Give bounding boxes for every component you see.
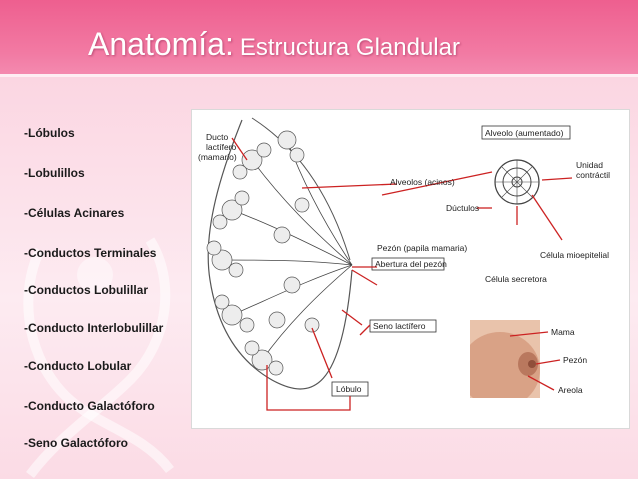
list-item: -Lóbulos [24,126,75,140]
list-item: -Conducto Lobular [24,359,132,373]
label-areola: Areola [558,385,583,395]
title-main: Anatomía: [88,26,234,62]
label-ducto-2: lactífero [206,142,237,152]
label-alveolo-aumentado: Alveolo (aumentado) [485,128,564,138]
list-item: -Células Acinares [24,206,125,220]
list-item: -Conducto Interlobulillar [24,321,164,335]
list-item: -Seno Galactóforo [24,436,129,450]
list-item: -Conducto Galactóforo [24,399,155,413]
label-ductulos: Dúctulos [446,203,479,213]
label-unidad-2: contráctil [576,170,610,180]
label-celula-mioepitelial: Célula mioepitelial [540,250,609,260]
decorative-figure-icon [23,237,174,479]
label-mama: Mama [551,327,575,337]
list-item: -Conductos Lobulillar [24,283,148,297]
label-abertura: Abertura del pezón [375,259,447,269]
label-pezon: Pezón [563,355,587,365]
label-seno: Seno lactífero [373,321,426,331]
label-alveolos: Alveolos (acinos) [390,177,455,187]
list-item: -Conductos Terminales [24,246,157,260]
label-ducto-1: Ducto [206,132,228,142]
label-celula-secretora: Célula secretora [485,274,547,284]
label-ducto-3: (mamario) [198,152,237,162]
breast-anatomy-diagram: Ducto lactífero (mamario) Alveolo (aumen… [192,110,629,428]
page-title: Anatomía:Estructura Glandular [88,26,608,66]
header-band [0,0,638,76]
label-pezon-papila: Pezón (papila mamaria) [377,243,467,253]
label-lobulo: Lóbulo [336,384,362,394]
title-sub: Estructura Glandular [239,34,460,61]
label-unidad-1: Unidad [576,160,603,170]
list-item: -Lobulillos [24,166,85,180]
header-divider [0,74,638,77]
nipple-photo-inset: Mama Pezón Areola [470,320,625,398]
